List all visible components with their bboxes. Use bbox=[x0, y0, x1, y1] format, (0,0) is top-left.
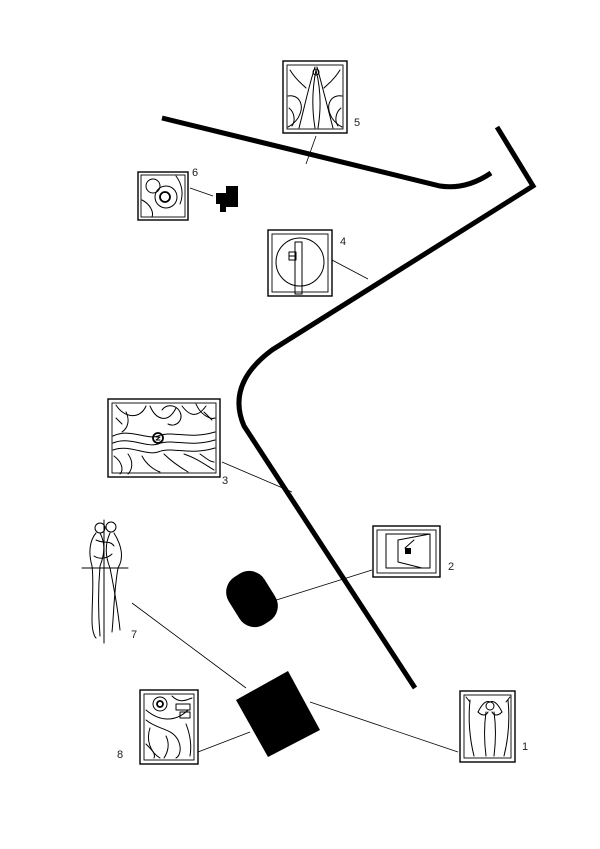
label-5: 5 bbox=[354, 117, 360, 129]
leader-line-6 bbox=[189, 187, 214, 197]
leader-line-8 bbox=[197, 731, 251, 753]
leader-line-5 bbox=[305, 135, 317, 165]
label-6: 6 bbox=[192, 167, 198, 179]
marker-small-block bbox=[216, 186, 238, 212]
panel-8 bbox=[139, 689, 199, 765]
marker-square-block bbox=[236, 671, 320, 757]
panel-5 bbox=[282, 60, 348, 134]
label-8: 8 bbox=[117, 749, 123, 761]
leader-line-2 bbox=[269, 569, 373, 603]
main-path bbox=[236, 125, 537, 690]
label-3: 3 bbox=[222, 475, 228, 487]
label-2: 2 bbox=[448, 561, 454, 573]
panel-6 bbox=[137, 171, 189, 221]
upper-path bbox=[161, 115, 493, 190]
panel-2 bbox=[372, 525, 441, 578]
leader-line-7 bbox=[131, 602, 247, 689]
label-1: 1 bbox=[522, 741, 528, 753]
leader-line-1 bbox=[309, 701, 459, 753]
panel-1 bbox=[459, 690, 516, 763]
label-4: 4 bbox=[340, 236, 346, 248]
leader-line-3 bbox=[221, 461, 293, 493]
leader-line-4 bbox=[331, 259, 369, 280]
label-7: 7 bbox=[131, 629, 137, 641]
panel-4 bbox=[267, 229, 333, 297]
panel-7-figures bbox=[81, 519, 129, 644]
marker-pill bbox=[226, 570, 278, 628]
panel-3 bbox=[107, 398, 221, 478]
